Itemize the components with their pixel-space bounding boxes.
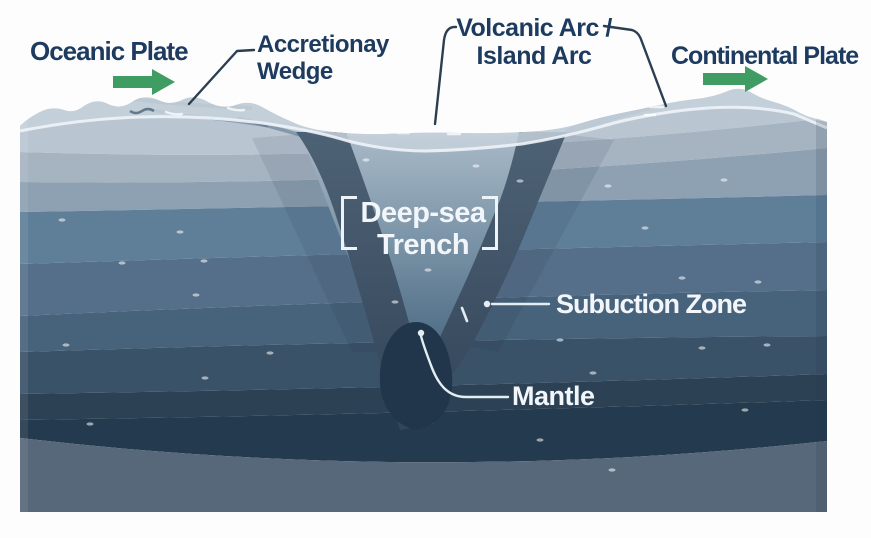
mantle-blob [379,322,453,430]
stratum-base-slate [20,438,827,512]
stratum-9 [20,400,827,463]
subduction-leader-dot [483,300,491,308]
trench-bracket-left [341,196,357,250]
volcanic-leader-line-left [433,25,458,126]
left-edge-face [20,120,28,512]
label-continental-plate: Continental Plate [671,42,859,70]
terrain-block [20,88,827,512]
volcanic-leader-line-right [602,24,668,108]
oceanic-plate-arrow-icon [113,69,175,95]
trench-shadow-left [252,134,396,352]
mantle-leader-line [419,334,510,399]
label-accretionary-wedge: Accretionay Wedge [257,31,389,85]
surface-cap [20,88,827,151]
label-volcanic-arc: Volcanic Arc / Island Arc [456,14,612,70]
ocean-surface-wave [20,105,827,153]
mantle-leader-dot [417,329,425,337]
leader-lines [187,24,668,399]
subduction-tick [460,306,469,323]
trench-shadow-right [458,134,614,352]
right-edge-face [816,120,827,512]
sediment-specks [58,158,771,472]
label-deep-sea-trench: Deep-sea Trench [360,197,486,261]
trench-bracket-right [482,196,498,250]
continental-plate-arrow-icon [703,66,768,92]
label-subduction-zone: Subuction Zone [556,289,747,319]
plate-motion-arrows [113,66,768,95]
surface-dark-ripple [129,107,155,115]
label-mantle: Mantle [512,381,595,411]
subducting-slab-right [428,132,567,384]
label-oceanic-plate: Oceanic Plate [30,36,189,66]
wedge-leader-line [187,48,256,106]
